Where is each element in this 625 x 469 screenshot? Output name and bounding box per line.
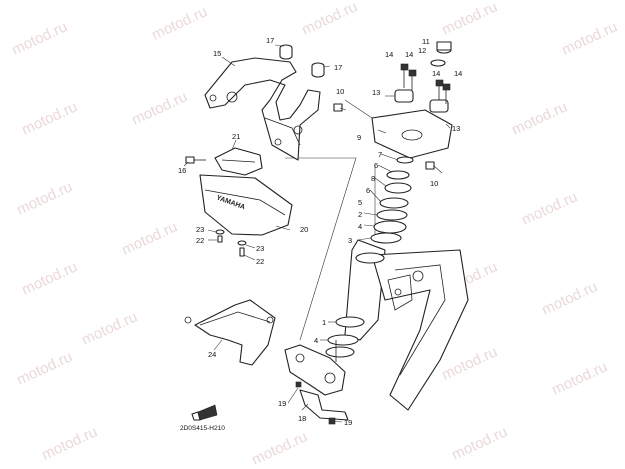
steering-stem bbox=[284, 340, 346, 396]
handlebar-crown-9 bbox=[371, 89, 453, 159]
bolt-10 bbox=[333, 103, 435, 170]
callout-10: 10 bbox=[336, 87, 344, 96]
callout-21: 21 bbox=[232, 132, 240, 141]
callout-19: 19 bbox=[344, 418, 352, 427]
callout-5: 5 bbox=[358, 198, 362, 207]
callout-6: 6 bbox=[366, 186, 370, 195]
clamp-18 bbox=[299, 389, 349, 421]
upper-bracket bbox=[204, 57, 321, 161]
diagram-code: 2D0S415-H210 bbox=[180, 425, 225, 432]
front-arrow-symbol bbox=[191, 404, 218, 421]
callout-17: 17 bbox=[266, 36, 274, 45]
callout-10: 10 bbox=[430, 179, 438, 188]
callout-19: 19 bbox=[278, 399, 286, 408]
callout-17: 17 bbox=[334, 63, 342, 72]
callout-13: 13 bbox=[372, 88, 380, 97]
frame-head-pipe bbox=[344, 239, 469, 411]
guide-lines bbox=[285, 99, 376, 341]
callout-14: 14 bbox=[405, 50, 413, 59]
leader-lines bbox=[183, 44, 451, 423]
bearing-stack bbox=[325, 156, 414, 358]
callout-3: 3 bbox=[348, 236, 352, 245]
callout-11: 11 bbox=[422, 37, 430, 46]
callout-14: 14 bbox=[432, 69, 440, 78]
callout-14: 14 bbox=[454, 69, 462, 78]
grommets bbox=[215, 229, 247, 257]
callout-6: 6 bbox=[374, 161, 378, 170]
callout-4: 4 bbox=[358, 222, 362, 231]
callout-24: 24 bbox=[208, 350, 216, 359]
callout-18: 18 bbox=[298, 414, 306, 423]
callout-numbers: 17 17 15 21 16 20 23 22 23 22 24 14 14 1… bbox=[178, 36, 462, 427]
bracket-24 bbox=[184, 299, 276, 366]
bolt-16 bbox=[185, 156, 206, 164]
callout-20: 20 bbox=[300, 225, 308, 234]
steering-nut-11 bbox=[430, 41, 452, 67]
callout-12: 12 bbox=[418, 46, 426, 55]
callout-8: 8 bbox=[371, 174, 375, 183]
callout-2: 2 bbox=[358, 210, 362, 219]
callout-9: 9 bbox=[357, 133, 361, 142]
callout-1: 1 bbox=[322, 318, 326, 327]
callout-23: 23 bbox=[196, 225, 204, 234]
callout-7: 7 bbox=[378, 150, 382, 159]
callout-22: 22 bbox=[256, 257, 264, 266]
callout-16: 16 bbox=[178, 166, 186, 175]
cover-20: YAMAHA bbox=[199, 174, 293, 236]
callout-22: 22 bbox=[196, 236, 204, 245]
callout-23: 23 bbox=[256, 244, 264, 253]
callout-15: 15 bbox=[213, 49, 221, 58]
small-bracket-21 bbox=[214, 147, 263, 176]
collar-17 bbox=[279, 44, 325, 78]
callout-14: 14 bbox=[385, 50, 393, 59]
callout-4: 4 bbox=[314, 336, 318, 345]
bolts-14 bbox=[400, 63, 451, 104]
callout-13: 13 bbox=[452, 124, 460, 133]
